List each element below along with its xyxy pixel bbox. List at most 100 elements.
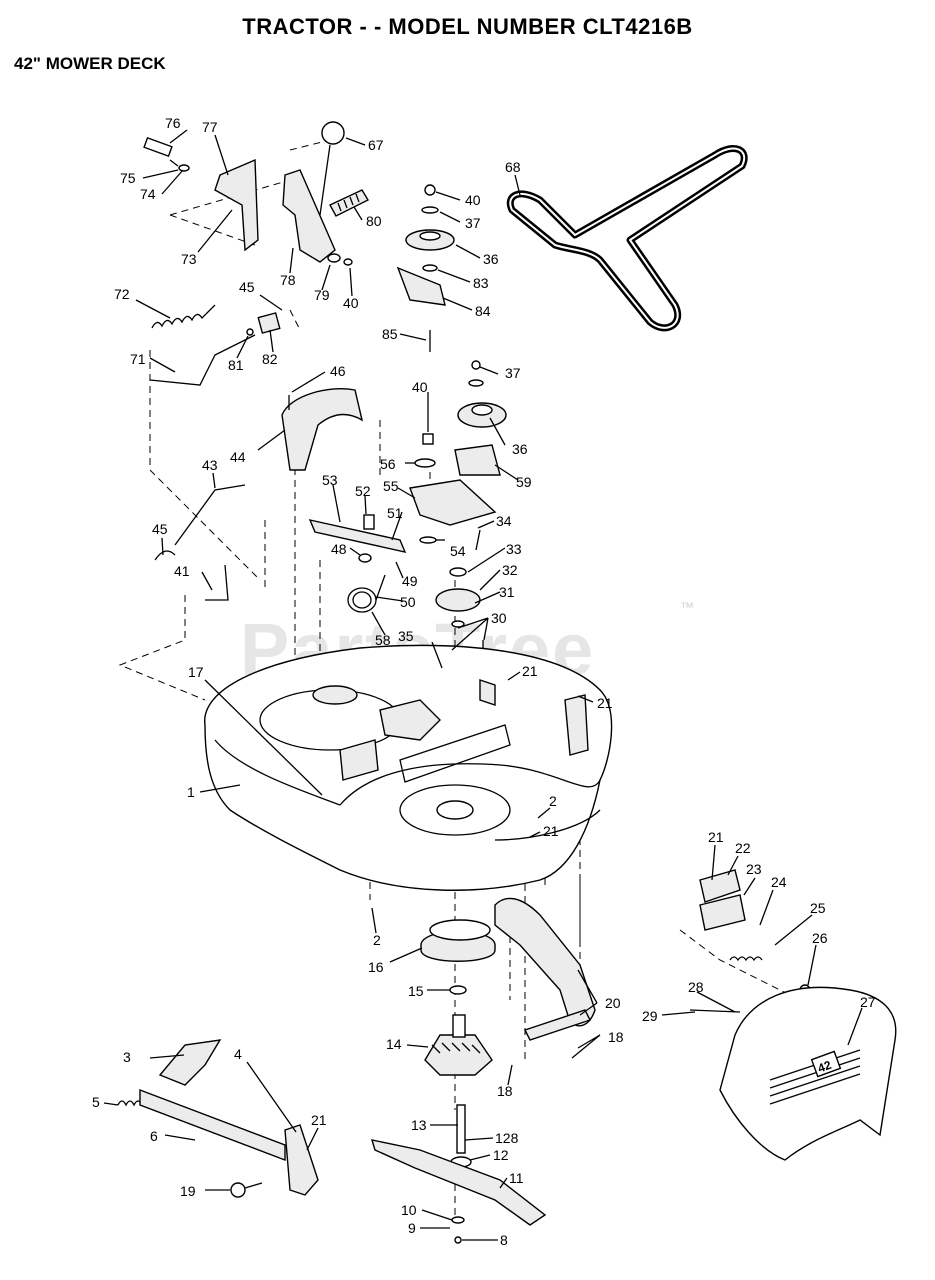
callout-19: 19 <box>180 1183 196 1199</box>
callout-21-d: 21 <box>708 829 724 845</box>
callout-30: 30 <box>491 610 507 626</box>
callout-74: 74 <box>140 186 156 202</box>
callout-40-top: 40 <box>465 192 481 208</box>
mower-deck <box>204 644 613 891</box>
callout-1: 1 <box>187 784 195 800</box>
callout-33: 33 <box>506 541 522 557</box>
callout-36-top: 36 <box>483 251 499 267</box>
callout-51: 51 <box>387 505 403 521</box>
callout-67: 67 <box>368 137 384 153</box>
callout-21-a: 21 <box>522 663 538 679</box>
callout-128: 128 <box>495 1130 519 1146</box>
callout-23: 23 <box>746 861 762 877</box>
belt-keeper-arm <box>494 897 596 1041</box>
callout-14: 14 <box>386 1036 402 1052</box>
callout-31: 31 <box>499 584 515 600</box>
callout-18-left: 18 <box>497 1083 513 1099</box>
callout-25: 25 <box>810 900 826 916</box>
idler-arm <box>308 514 407 613</box>
callout-53: 53 <box>322 472 338 488</box>
callout-12: 12 <box>493 1147 509 1163</box>
callout-21-b: 21 <box>597 695 613 711</box>
callout-17: 17 <box>188 664 204 680</box>
callout-45-top: 45 <box>239 279 255 295</box>
callout-26: 26 <box>812 930 828 946</box>
callout-32: 32 <box>502 562 518 578</box>
callout-8: 8 <box>500 1232 508 1248</box>
callout-77: 77 <box>202 119 218 135</box>
callout-18-right: 18 <box>608 1029 624 1045</box>
callout-21-c: 21 <box>543 823 559 839</box>
callout-44: 44 <box>230 449 246 465</box>
callout-6: 6 <box>150 1128 158 1144</box>
callout-84: 84 <box>475 303 491 319</box>
callout-43: 43 <box>202 457 218 473</box>
callout-49: 49 <box>402 573 418 589</box>
callout-34: 34 <box>496 513 512 529</box>
leader-lines <box>103 129 863 1241</box>
callout-22: 22 <box>735 840 751 856</box>
callout-55: 55 <box>383 478 399 494</box>
callout-16: 16 <box>368 959 384 975</box>
callout-59: 59 <box>516 474 532 490</box>
callout-27: 27 <box>860 994 876 1010</box>
callout-20: 20 <box>605 995 621 1011</box>
callout-37-lower: 37 <box>505 365 521 381</box>
callout-40-lower: 40 <box>412 379 428 395</box>
blade-assembly <box>370 1104 547 1244</box>
callout-28: 28 <box>688 979 704 995</box>
callout-29: 29 <box>642 1008 658 1024</box>
callout-56: 56 <box>380 456 396 472</box>
callout-labels: 76 77 67 68 75 74 40 80 37 36 73 78 83 7… <box>92 115 876 1248</box>
watermark-trademark: ™ <box>680 599 694 615</box>
lift-linkage-group <box>143 121 369 601</box>
callout-9: 9 <box>408 1220 416 1236</box>
deck-size-badge: 42 <box>816 1058 834 1076</box>
callout-3: 3 <box>123 1049 131 1065</box>
callout-13: 13 <box>411 1117 427 1133</box>
callout-50: 50 <box>400 594 416 610</box>
callout-76: 76 <box>165 115 181 131</box>
callout-5: 5 <box>92 1094 100 1110</box>
callout-75: 75 <box>120 170 136 186</box>
callout-36-lower: 36 <box>512 441 528 457</box>
callout-10: 10 <box>401 1202 417 1218</box>
callout-21-e: 21 <box>311 1112 327 1128</box>
callout-68: 68 <box>505 159 521 175</box>
callout-78: 78 <box>280 272 296 288</box>
chute-mount-group <box>689 869 811 1013</box>
callout-73: 73 <box>181 251 197 267</box>
callout-4: 4 <box>234 1046 242 1062</box>
callout-82: 82 <box>262 351 278 367</box>
callout-52: 52 <box>355 483 371 499</box>
callout-85: 85 <box>382 326 398 342</box>
lower-idler-assembly <box>409 360 507 681</box>
callout-37-top: 37 <box>465 215 481 231</box>
callout-58: 58 <box>375 632 391 648</box>
callout-72: 72 <box>114 286 130 302</box>
belt-guard <box>281 388 364 471</box>
callout-81: 81 <box>228 357 244 373</box>
callout-15: 15 <box>408 983 424 999</box>
upper-idler-assembly <box>396 184 455 352</box>
callout-83: 83 <box>473 275 489 291</box>
callout-2-upper: 2 <box>549 793 557 809</box>
callout-71: 71 <box>130 351 146 367</box>
callout-80: 80 <box>366 213 382 229</box>
callout-2-lower: 2 <box>373 932 381 948</box>
callout-11: 11 <box>509 1170 524 1186</box>
discharge-chute: 42 <box>719 986 897 1161</box>
callout-35: 35 <box>398 628 414 644</box>
diagram-title: TRACTOR - - MODEL NUMBER CLT4216B <box>242 14 693 39</box>
spindle <box>424 1014 493 1076</box>
callout-24: 24 <box>771 874 787 890</box>
callout-40-mid: 40 <box>343 295 359 311</box>
callout-41: 41 <box>174 563 190 579</box>
spindle-housing <box>420 919 496 995</box>
callout-45-lower: 45 <box>152 521 168 537</box>
callout-46: 46 <box>330 363 346 379</box>
callout-79: 79 <box>314 287 330 303</box>
gauge-bracket-group <box>117 1039 319 1198</box>
drive-belt <box>506 145 748 332</box>
callout-54: 54 <box>450 543 466 559</box>
